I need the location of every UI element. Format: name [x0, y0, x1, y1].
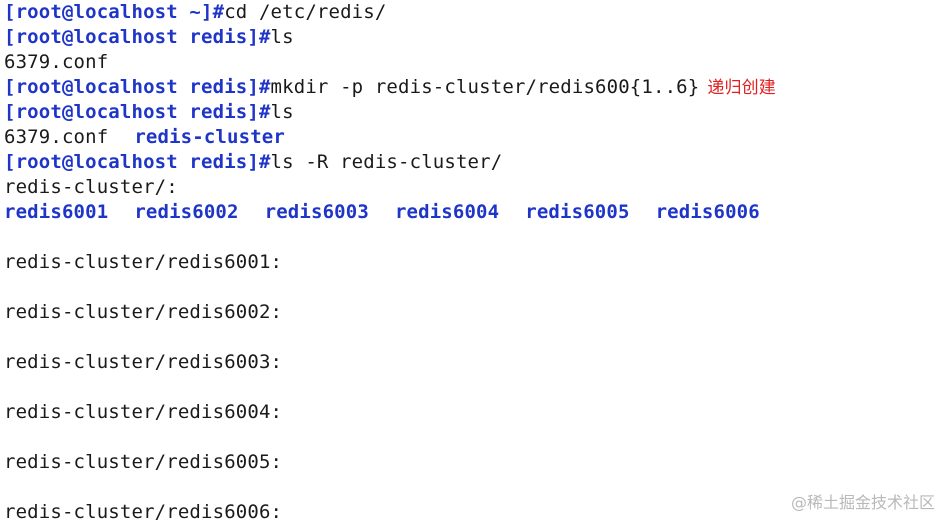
annotation-text: 递归创建 — [707, 78, 776, 98]
terminal-output-line: redis-cluster/redis6005: — [4, 450, 951, 475]
directory-heading: redis-cluster/: — [4, 176, 178, 198]
directory-heading: redis-cluster/redis6006: — [4, 501, 283, 523]
shell-command: cd /etc/redis/ — [224, 1, 387, 23]
terminal-line: [root@localhost redis]#mkdir -p redis-cl… — [4, 75, 951, 100]
directory-heading: redis-cluster/redis6003: — [4, 351, 283, 373]
shell-command: ls — [270, 101, 294, 123]
terminal-output-line: redis6001 redis6002 redis6003 redis6004 redi… — [4, 200, 951, 225]
terminal-output-line: 6379.conf redis-cluster — [4, 125, 951, 150]
terminal-blank-line — [4, 425, 951, 450]
directory-entry: redis6002 — [134, 201, 239, 223]
file-entry: 6379.conf — [4, 51, 109, 73]
directory-heading: redis-cluster/redis6001: — [4, 251, 283, 273]
directory-heading: redis-cluster/redis6005: — [4, 451, 283, 473]
shell-command: mkdir -p redis-cluster/redis600{1..6} — [270, 76, 700, 98]
directory-entry: redis6005 — [525, 201, 630, 223]
shell-prompt: [root@localhost redis]# — [4, 26, 271, 48]
terminal-blank-line — [4, 325, 951, 350]
directory-entry: redis6001 — [4, 201, 109, 223]
terminal-output-line: redis-cluster/redis6006: — [4, 500, 951, 525]
terminal-blank-line — [4, 225, 951, 250]
terminal-output-line: redis-cluster/redis6003: — [4, 350, 951, 375]
terminal-output-line: 6379.conf — [4, 50, 951, 75]
watermark-text: @稀土掘金技术社区 — [790, 493, 935, 512]
directory-entry: redis6004 — [394, 201, 500, 223]
terminal-output-line: redis-cluster/redis6004: — [4, 400, 951, 425]
directory-entry: redis6006 — [655, 201, 760, 223]
terminal-line: [root@localhost redis]#ls -R redis-clust… — [4, 150, 951, 175]
terminal-output-line: redis-cluster/redis6001: — [4, 250, 951, 275]
shell-command: ls — [270, 26, 294, 48]
terminal-output-line: redis-cluster/redis6002: — [4, 300, 951, 325]
terminal-blank-line — [4, 375, 951, 400]
terminal-line: [root@localhost redis]#ls — [4, 25, 951, 50]
shell-prompt: [root@localhost redis]# — [4, 76, 271, 98]
directory-heading: redis-cluster/redis6004: — [4, 401, 283, 423]
shell-prompt: [root@localhost ~]# — [4, 1, 225, 23]
directory-entry: redis-cluster — [134, 126, 285, 148]
directory-heading: redis-cluster/redis6002: — [4, 301, 283, 323]
shell-prompt: [root@localhost redis]# — [4, 151, 271, 173]
directory-entry: redis6003 — [264, 201, 369, 223]
terminal-output-line: redis-cluster/: — [4, 175, 951, 200]
shell-command: ls -R redis-cluster/ — [270, 151, 503, 173]
shell-prompt: [root@localhost redis]# — [4, 101, 271, 123]
file-entry: 6379.conf — [4, 126, 109, 148]
terminal-blank-line — [4, 275, 951, 300]
terminal-line: [root@localhost ~]#cd /etc/redis/ — [4, 0, 951, 25]
terminal-line: [root@localhost redis]#ls — [4, 100, 951, 125]
